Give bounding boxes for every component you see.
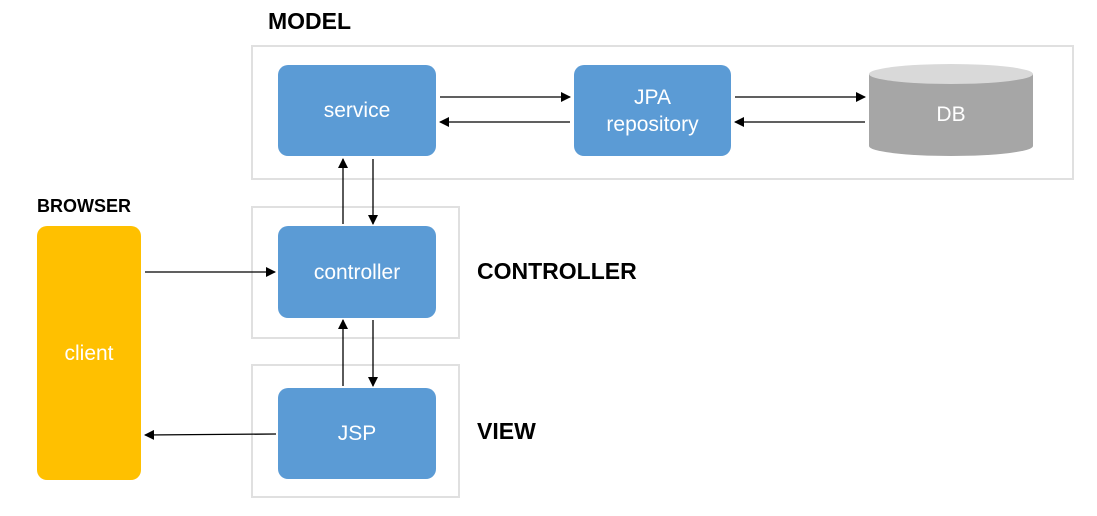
controller-node-label: controller bbox=[313, 260, 401, 284]
jpa-label: JPA bbox=[634, 85, 671, 109]
arrow-jsp-to-client bbox=[144, 429, 277, 440]
jsp-label: JSP bbox=[337, 422, 377, 445]
jpa-repository-node: JPA repository bbox=[574, 65, 731, 156]
controller-label: CONTROLLER bbox=[477, 258, 637, 284]
repository-label: repository bbox=[606, 112, 699, 136]
db-label: DB bbox=[936, 103, 966, 126]
db-cylinder bbox=[869, 64, 1033, 156]
controller-node: controller bbox=[278, 226, 436, 318]
model-label: MODEL bbox=[268, 8, 352, 34]
jsp-node: JSP bbox=[278, 388, 436, 479]
service-node: service bbox=[278, 65, 436, 156]
db-body bbox=[869, 74, 1033, 156]
view-label: VIEW bbox=[477, 418, 536, 444]
client-label: client bbox=[64, 341, 114, 365]
service-label: service bbox=[323, 99, 391, 122]
db-top bbox=[869, 64, 1033, 84]
client-node: client bbox=[37, 226, 141, 480]
browser-label: BROWSER bbox=[37, 196, 131, 216]
